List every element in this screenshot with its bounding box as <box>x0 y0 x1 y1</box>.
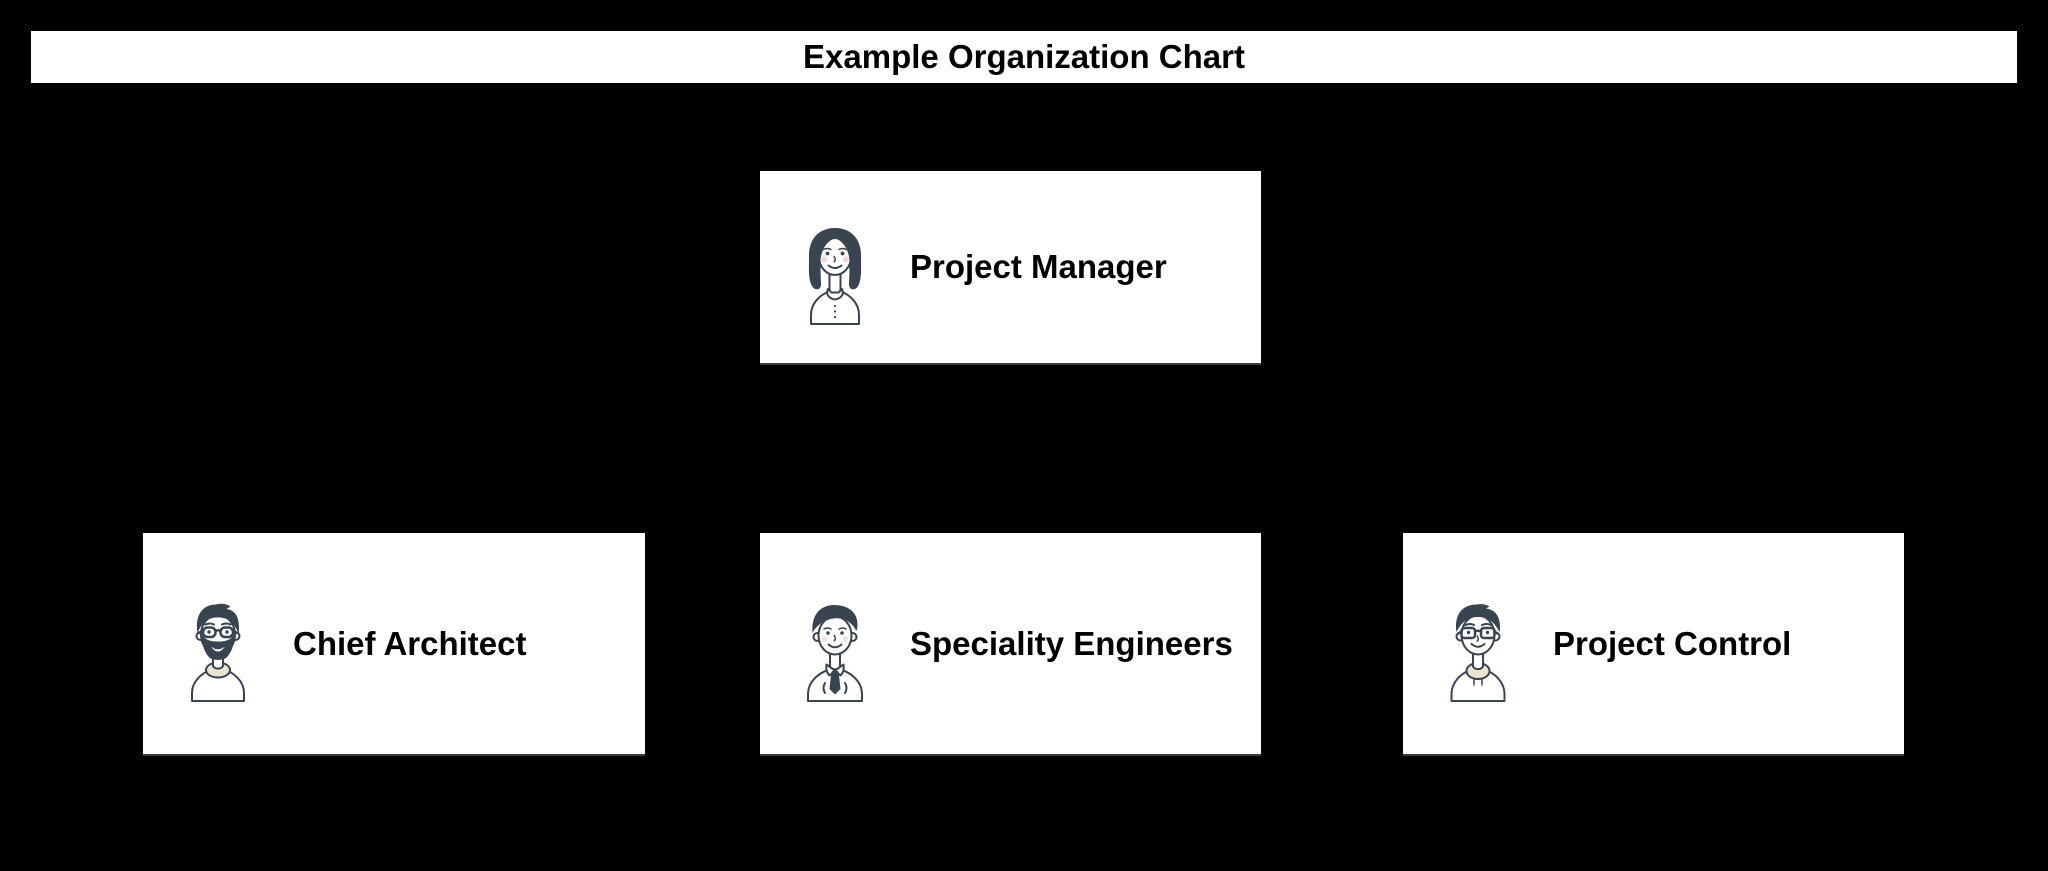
chart-title-bar: Example Organization Chart <box>31 31 2017 83</box>
org-node-label: Chief Architect <box>293 624 527 662</box>
chart-title: Example Organization Chart <box>803 38 1245 75</box>
org-node-chief-architect[interactable]: Chief Architect <box>143 533 645 754</box>
man-beard-glasses-avatar-icon <box>181 600 255 702</box>
org-node-label: Project Manager <box>910 248 1167 285</box>
org-node-project-control[interactable]: Project Control <box>1403 533 1904 754</box>
org-node-label: Project Control <box>1553 624 1792 662</box>
man-glasses-hoodie-avatar-icon <box>1441 600 1515 702</box>
woman-avatar-icon <box>798 223 872 325</box>
org-node-speciality-engineers[interactable]: Speciality Engineers <box>760 533 1261 754</box>
org-node-project-manager[interactable]: Project Manager <box>760 171 1261 363</box>
org-node-label: Speciality Engineers <box>910 624 1233 662</box>
man-tie-avatar-icon <box>798 600 872 702</box>
